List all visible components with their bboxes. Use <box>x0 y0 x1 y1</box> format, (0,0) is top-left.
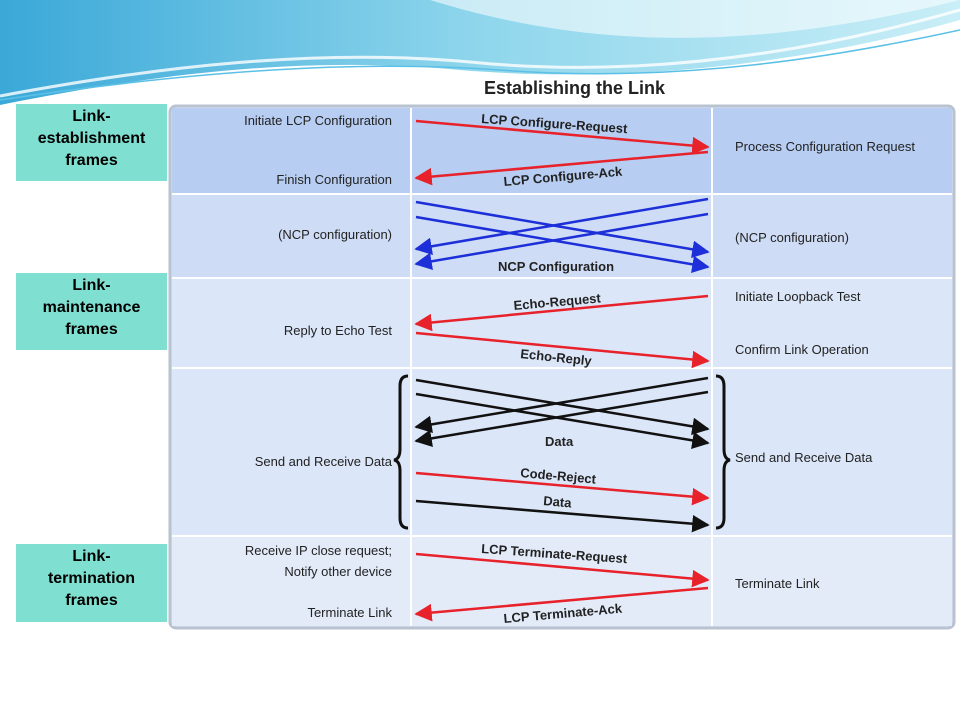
row-data-bg <box>172 368 952 536</box>
left-reply-echo: Reply to Echo Test <box>284 323 393 338</box>
link-sequence-diagram: Initiate LCP Configuration Finish Config… <box>168 104 956 630</box>
arrow-data-right-2 <box>415 392 710 450</box>
left-brace <box>393 374 409 530</box>
arrow-label-ncp: NCP Configuration <box>498 259 614 274</box>
left-terminate-link: Terminate Link <box>307 605 392 620</box>
arrow-ncp-left-2 <box>414 212 709 270</box>
diagram-title: Establishing the Link <box>484 78 666 98</box>
arrow-label-code-reject: Code-Reject <box>520 465 598 487</box>
label-link-termination: Link- termination frames <box>16 544 167 622</box>
left-finish-config: Finish Configuration <box>276 172 392 187</box>
right-confirm-link: Confirm Link Operation <box>735 342 869 357</box>
row-ncp-bg <box>172 194 952 278</box>
right-terminate-link: Terminate Link <box>735 576 820 591</box>
row-maintain-bg <box>172 278 952 368</box>
arrow-echo-reply <box>415 331 710 369</box>
left-initiate-lcp: Initiate LCP Configuration <box>244 113 392 128</box>
row-terminate-bg <box>172 536 952 626</box>
left-ncp-config: (NCP configuration) <box>278 227 392 242</box>
label-text: Link- maintenance frames <box>42 277 141 338</box>
arrow-code-reject <box>415 471 710 506</box>
label-text: Link- establishment frames <box>37 108 146 169</box>
arrow-ncp-left-1 <box>414 197 709 255</box>
right-brace <box>715 374 731 530</box>
arrow-ncp-right-1 <box>415 200 710 258</box>
label-link-establishment: Link- establishment frames <box>16 104 167 181</box>
arrow-lcp-terminate-request <box>415 552 710 588</box>
arrow-ncp-right-2 <box>415 215 710 273</box>
arrow-lcp-terminate-ack <box>414 586 709 622</box>
arrow-data-2 <box>415 499 710 533</box>
row-establish-bg <box>172 108 952 194</box>
right-process-config: Process Configuration Request <box>735 139 915 154</box>
left-notify-device: Notify other device <box>284 564 392 579</box>
arrow-data-right-1 <box>415 378 710 436</box>
label-link-maintenance: Link- maintenance frames <box>16 273 167 350</box>
arrow-lcp-configure-ack <box>414 150 709 186</box>
right-initiate-loopback: Initiate Loopback Test <box>735 289 861 304</box>
left-send-receive: Send and Receive Data <box>255 454 393 469</box>
arrow-lcp-configure-request <box>415 119 710 155</box>
arrow-echo-request <box>414 294 709 332</box>
arrow-data-left-2 <box>414 390 709 448</box>
arrow-data-left-1 <box>414 376 709 434</box>
header-wave <box>0 0 960 105</box>
right-send-receive: Send and Receive Data <box>735 450 873 465</box>
arrow-label-data-2: Data <box>543 493 573 510</box>
right-ncp-config: (NCP configuration) <box>735 230 849 245</box>
label-text: Link- termination frames <box>47 548 136 609</box>
arrow-label-data-1: Data <box>545 434 574 449</box>
left-receive-ip-close: Receive IP close request; <box>245 543 392 558</box>
